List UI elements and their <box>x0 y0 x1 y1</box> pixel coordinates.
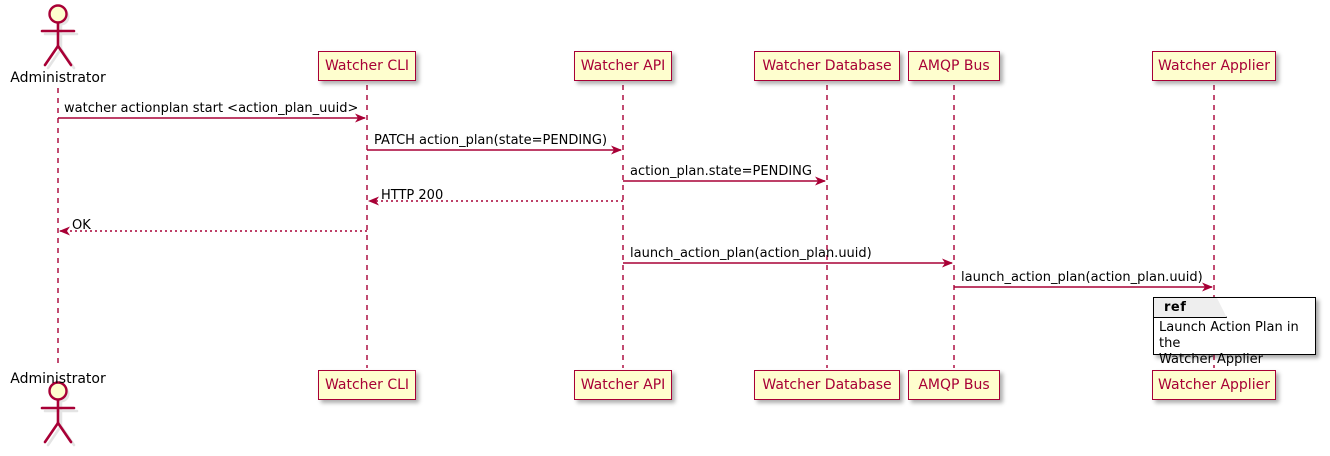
message-label-7: launch_action_plan(action_plan.uuid) <box>961 270 1203 285</box>
message-label-1: watcher actionplan start <action_plan_uu… <box>64 101 359 116</box>
participant-amqp-bus-bottom[interactable]: AMQP Bus <box>908 370 1000 400</box>
participant-amqp-bus-top[interactable]: AMQP Bus <box>908 51 1000 81</box>
message-label-2: PATCH action_plan(state=PENDING) <box>374 133 608 148</box>
participant-watcher-applier-bottom[interactable]: Watcher Applier <box>1152 370 1276 400</box>
participant-watcher-api-top[interactable]: Watcher API <box>574 51 672 81</box>
actor-figures-group <box>40 4 79 447</box>
participant-watcher-api-bottom[interactable]: Watcher API <box>574 370 672 400</box>
actor-figure-administrator <box>40 4 79 70</box>
message-label-6: launch_action_plan(action_plan.uuid) <box>630 246 872 261</box>
message-label-4: HTTP 200 <box>381 188 444 203</box>
participant-watcher-applier-top[interactable]: Watcher Applier <box>1152 51 1276 81</box>
participant-watcher-cli-top[interactable]: Watcher CLI <box>318 51 416 81</box>
actor-figure-administrator <box>40 381 79 447</box>
participant-watcher-cli-bottom[interactable]: Watcher CLI <box>318 370 416 400</box>
participant-watcher-database-bottom[interactable]: Watcher Database <box>754 370 900 400</box>
message-label-3: action_plan.state=PENDING <box>630 164 812 179</box>
message-arrows-group <box>58 113 1213 292</box>
ref-body-text: Launch Action Plan in the Watcher Applie… <box>1159 320 1299 367</box>
actor-label-administrator: Administrator <box>10 371 106 387</box>
participant-watcher-database-top[interactable]: Watcher Database <box>754 51 900 81</box>
lifelines-group <box>57 85 1215 368</box>
ref-tab-label: ref <box>1164 300 1187 315</box>
actor-label-administrator: Administrator <box>10 70 106 86</box>
message-label-5: OK <box>72 218 91 233</box>
